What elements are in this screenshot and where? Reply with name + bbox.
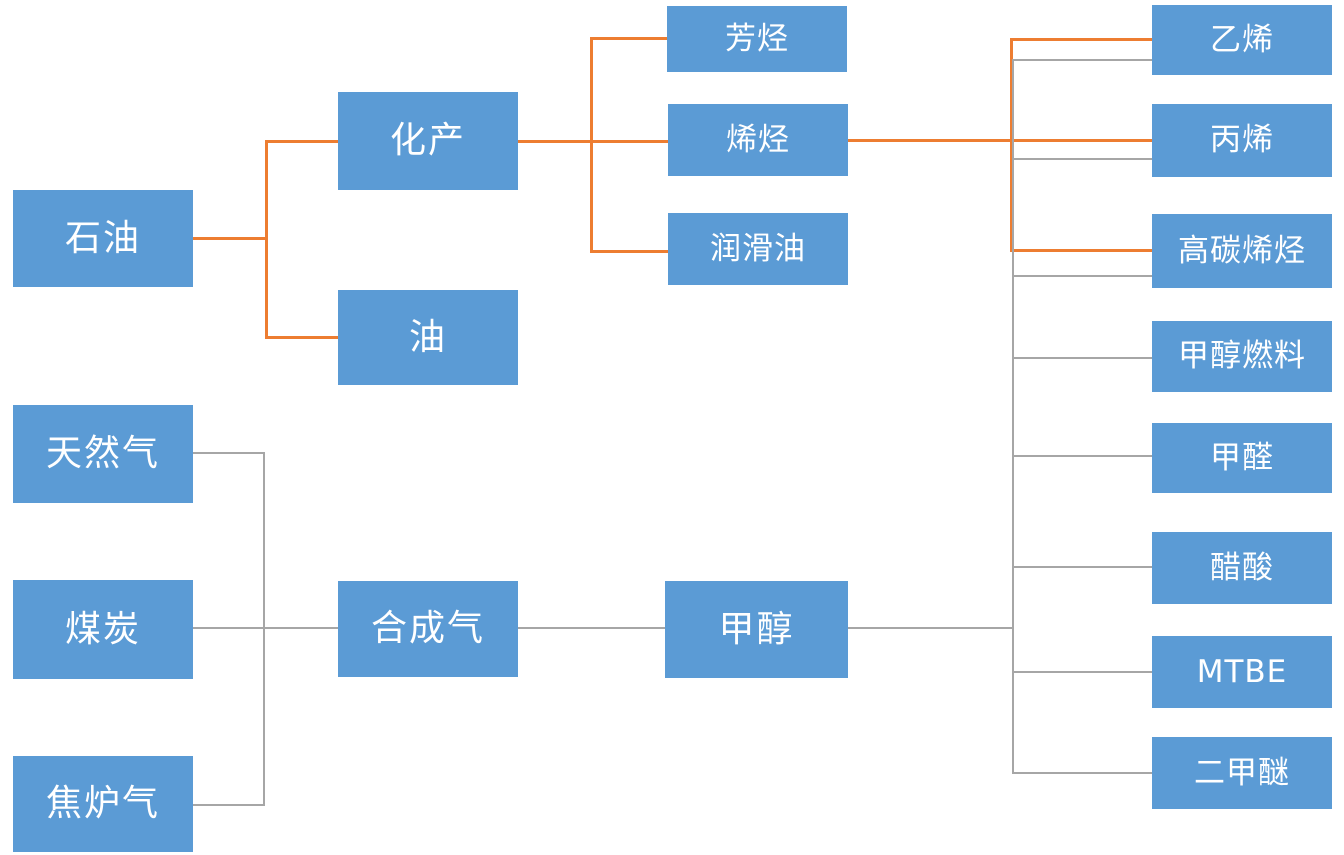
- edge-methanol-branch-v: [1012, 59, 1014, 774]
- node-olefins: 烯烃: [668, 104, 848, 176]
- edge-to-ethylene-h: [1013, 38, 1152, 41]
- edge-to-higher-olefins-h: [1013, 249, 1152, 252]
- node-lube-oil: 润滑油: [668, 213, 848, 285]
- node-mtbe: MTBE: [1152, 636, 1332, 708]
- node-formaldehyde: 甲醛: [1152, 423, 1332, 493]
- node-aromatics: 芳烃: [667, 6, 847, 72]
- edge-methanol-to-mtbe-h: [1014, 671, 1152, 673]
- edge-feedstock-branch-v: [263, 452, 265, 806]
- edge-chemical-to-olefins-h: [518, 140, 668, 143]
- edge-methanol-to-higher-olefins-h: [1014, 275, 1152, 277]
- node-methanol-fuel: 甲醇燃料: [1152, 321, 1332, 392]
- node-methanol: 甲醇: [665, 581, 848, 678]
- node-natural-gas: 天然气: [13, 405, 193, 503]
- edge-natural-gas-out-h: [193, 452, 265, 454]
- node-dimethyl-ether: 二甲醚: [1152, 737, 1332, 809]
- node-coke-oven-gas: 焦炉气: [13, 756, 193, 852]
- edge-methanol-to-dimethyl-ether-h: [1014, 772, 1152, 774]
- node-petroleum: 石油: [13, 190, 193, 287]
- edge-to-lube-oil-h: [593, 250, 668, 253]
- node-ethylene: 乙烯: [1152, 5, 1332, 75]
- edge-to-oil-h: [268, 336, 338, 339]
- edge-to-chemical-products-h: [268, 140, 338, 143]
- edge-methanol-to-formaldehyde-h: [1014, 455, 1152, 457]
- edge-to-aromatics-h: [593, 37, 667, 40]
- edge-methanol-to-acetic-acid-h: [1014, 566, 1152, 568]
- node-propylene: 丙烯: [1152, 104, 1332, 177]
- edge-methanol-to-methanol-fuel-h: [1014, 357, 1152, 359]
- edge-petroleum-branch-v: [265, 140, 268, 339]
- edge-coal-to-syngas-h: [193, 627, 338, 629]
- edge-methanol-to-propylene-h: [1014, 158, 1152, 160]
- node-oil: 油: [338, 290, 518, 385]
- node-coal: 煤炭: [13, 580, 193, 679]
- edge-chemical-branch-v: [590, 37, 593, 253]
- node-syngas: 合成气: [338, 581, 518, 677]
- edge-coke-oven-gas-out-h: [193, 804, 265, 806]
- edge-methanol-to-ethylene-h: [1014, 59, 1152, 61]
- node-higher-olefins: 高碳烯烃: [1152, 214, 1332, 288]
- edge-petroleum-out-h: [193, 237, 268, 240]
- edge-syngas-to-methanol-h: [518, 627, 665, 629]
- node-acetic-acid: 醋酸: [1152, 532, 1332, 604]
- edge-methanol-out-h: [848, 627, 1014, 629]
- edge-olefins-branch-v: [1010, 38, 1013, 252]
- node-chemical-products: 化产: [338, 92, 518, 190]
- edge-olefins-to-propylene-h: [847, 139, 1152, 142]
